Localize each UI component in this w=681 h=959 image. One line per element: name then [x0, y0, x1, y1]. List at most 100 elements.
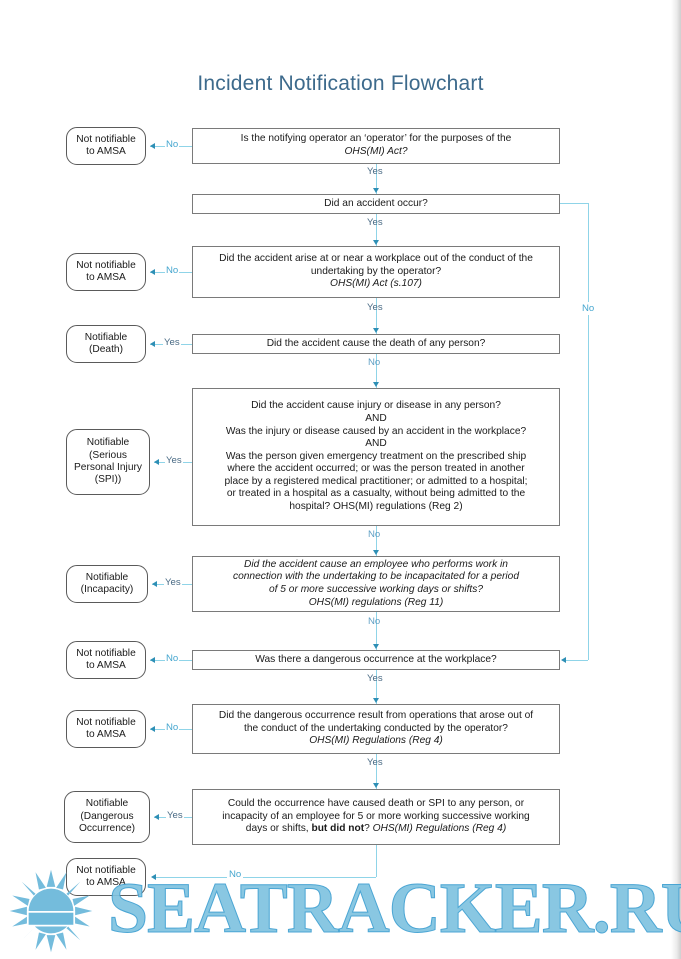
outcome-2-line1: Not notifiable	[76, 259, 136, 271]
question-box-accident-workplace[interactable]: Did the accident arise at or near a work…	[192, 246, 560, 298]
question-box-accident-occur[interactable]: Did an accident occur?	[192, 194, 560, 214]
q-incapacity-line2: connection with the undertaking to be in…	[232, 571, 519, 583]
page-title: Incident Notification Flowchart	[197, 72, 484, 95]
arrow-left-outcome1	[150, 142, 155, 149]
q-could-line3b: but did not	[311, 823, 365, 835]
edge-label-yes-q3: Yes	[367, 302, 383, 313]
connector-q8-q9	[376, 754, 377, 789]
outcome-4-line1: Notifiable	[86, 437, 130, 449]
outcome-9-line2: to AMSA	[86, 877, 126, 888]
edge-label-yes-outcome-incapacity: Yes	[164, 577, 182, 588]
edge-label-no-outcome2: No	[165, 265, 180, 276]
outcome-not-notifiable-2[interactable]: Not notifiable to AMSA	[66, 253, 146, 291]
outcome-5-line1: Notifiable	[85, 571, 129, 583]
outcome-notifiable-death[interactable]: Notifiable (Death)	[66, 325, 146, 363]
q-spi-line2: AND	[365, 412, 387, 424]
outcome-notifiable-dangerous[interactable]: Notifiable (Dangerous Occurrence)	[64, 791, 150, 843]
arrow-left-outcome5	[151, 873, 156, 880]
arrow-down-q2-q3	[373, 240, 379, 245]
arrow-down-q5-q6	[373, 550, 379, 555]
edge-label-yes-outcome-death: Yes	[163, 337, 181, 348]
outcome-8-line3: Occurrence)	[78, 823, 136, 835]
outcome-4-line3: Personal Injury	[74, 462, 142, 473]
q-spi-line5: Was the person given emergency treatment…	[225, 450, 527, 462]
arrow-left-outcome-spi	[154, 458, 159, 465]
question-box-death[interactable]: Did the accident cause the death of any …	[192, 334, 560, 354]
outcome-not-notifiable-1[interactable]: Not notifiable to AMSA	[66, 127, 146, 165]
arrow-left-outcome-dangerous	[154, 813, 159, 820]
arrow-down-q8-q9	[373, 783, 379, 788]
edge-label-no-outcome5: No	[227, 869, 244, 880]
edge-label-yes-outcome-spi: Yes	[165, 455, 183, 466]
connector-q6-q7	[376, 612, 377, 650]
q-spi-line1: Did the accident cause injury or disease…	[251, 400, 501, 412]
connector-q7-q8	[376, 670, 377, 704]
question-box-incapacity[interactable]: Did the accident cause an employee who p…	[192, 556, 560, 612]
page-edge-shadow	[671, 0, 681, 959]
edge-label-no-outcome3: No	[165, 653, 180, 664]
connector-q1-q2	[376, 164, 377, 194]
edge-label-yes-q2: Yes	[367, 217, 383, 228]
outcome-6-line2: to AMSA	[86, 660, 126, 671]
outcome-5-line2: (Incapacity)	[80, 584, 134, 595]
q-dangerous-conduct-line2: the conduct of the undertaking conducted…	[244, 722, 508, 734]
outcome-notifiable-spi[interactable]: Notifiable (Serious Personal Injury (SPI…	[66, 429, 150, 495]
q-death-line1: Did the accident cause the death of any …	[266, 337, 486, 349]
outcome-4-line4: (SPI))	[94, 474, 122, 486]
edge-label-no-outcome4: No	[165, 722, 180, 733]
outcome-not-notifiable-5[interactable]: Not notifiable to AMSA	[66, 858, 146, 896]
arrow-left-outcome-death	[150, 340, 155, 347]
question-box-dangerous-conduct[interactable]: Did the dangerous occurrence result from…	[192, 704, 560, 754]
edge-label-yes-q8: Yes	[367, 757, 383, 768]
q-could-line2: incapacity of an employee for 5 or more …	[222, 810, 530, 822]
connector-q9-no-vertical	[376, 845, 377, 877]
edge-label-yes-outcome-dangerous: Yes	[166, 810, 184, 821]
connector-q4-q5	[376, 354, 377, 388]
arrow-down-q6-q7	[373, 644, 379, 649]
arrow-down-q7-q8	[373, 698, 379, 703]
q-incapacity-line3: of 5 or more successive working days or …	[268, 584, 484, 595]
question-box-could-have-caused[interactable]: Could the occurrence have caused death o…	[192, 789, 560, 845]
connector-q2-no-exit	[560, 203, 588, 204]
sun-icon	[9, 869, 93, 953]
arrow-left-outcome4	[150, 725, 155, 732]
q-could-line3c: ?	[364, 823, 373, 835]
arrow-down-q4-q5	[373, 382, 379, 387]
edge-label-no-outcome1: No	[165, 139, 180, 150]
q-spi-line8: or treated in a hospital as a casualty, …	[226, 488, 526, 500]
outcome-8-line2: (Dangerous	[80, 810, 134, 822]
connector-q2-no-entry	[566, 660, 588, 661]
q-operator-line2: OHS(MI) Act?	[344, 146, 408, 157]
outcome-7-line1: Not notifiable	[76, 716, 136, 728]
q-accident-workplace-line2: undertaking by the operator?	[310, 265, 442, 277]
connector-q5-q6	[376, 526, 377, 556]
q-accident-occur-line1: Did an accident occur?	[324, 197, 428, 209]
q-dangerous-occurrence-line1: Was there a dangerous occurrence at the …	[255, 653, 497, 665]
edge-label-yes-q7: Yes	[367, 673, 383, 684]
arrow-down-q3-q4	[373, 328, 379, 333]
q-dangerous-conduct-line3: OHS(MI) Regulations (Reg 4)	[309, 735, 443, 747]
outcome-1-line2: to AMSA	[86, 146, 126, 157]
outcome-2-line2: to AMSA	[86, 272, 126, 283]
q-spi-line3: Was the injury or disease caused by an a…	[225, 425, 527, 437]
outcome-not-notifiable-3[interactable]: Not notifiable to AMSA	[66, 641, 146, 679]
arrow-left-outcome2	[150, 268, 155, 275]
connector-q3-q4	[376, 298, 377, 334]
outcome-6-line1: Not notifiable	[76, 647, 136, 659]
question-box-spi[interactable]: Did the accident cause injury or disease…	[192, 388, 560, 526]
question-box-operator[interactable]: Is the notifying operator an ‘operator’ …	[192, 128, 560, 164]
outcome-notifiable-incapacity[interactable]: Notifiable (Incapacity)	[66, 565, 148, 603]
outcome-4-line2: (Serious	[89, 449, 127, 461]
outcome-3-line1: Notifiable	[84, 331, 128, 343]
connector-q2-no-vertical	[588, 203, 589, 660]
edge-label-no-bypass: No	[581, 302, 596, 315]
q-spi-line6: where the accident occurred; or was the …	[227, 463, 525, 475]
arrow-left-outcome-incapacity	[152, 580, 157, 587]
outcome-not-notifiable-4[interactable]: Not notifiable to AMSA	[66, 710, 146, 748]
edge-label-no-q5: No	[368, 529, 381, 540]
q-could-line1: Could the occurrence have caused death o…	[227, 798, 525, 810]
q-operator-line1: Is the notifying operator an ‘operator’ …	[240, 133, 512, 145]
q-dangerous-conduct-line1: Did the dangerous occurrence result from…	[218, 710, 534, 722]
q-accident-workplace-line3: OHS(MI) Act (s.107)	[330, 278, 422, 290]
question-box-dangerous-occurrence[interactable]: Was there a dangerous occurrence at the …	[192, 650, 560, 670]
